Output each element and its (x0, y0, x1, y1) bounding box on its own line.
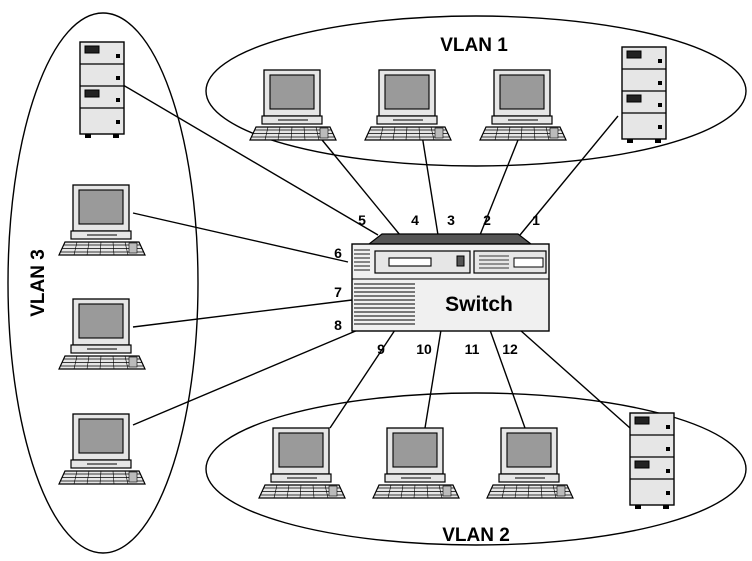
workstation-icon (249, 69, 337, 141)
connection-lines (122, 84, 631, 429)
port-label-1: 1 (532, 212, 540, 228)
workstation-icon (258, 427, 346, 499)
port-label-8: 8 (334, 317, 342, 333)
switch-label: Switch (445, 293, 513, 316)
network-switch: Switch (351, 233, 550, 332)
port-label-4: 4 (411, 212, 419, 228)
workstation-icon (479, 69, 567, 141)
port-label-11: 11 (465, 341, 480, 357)
port-label-7: 7 (334, 284, 342, 300)
port-label-9: 9 (377, 341, 385, 357)
vlan3-label: VLAN 3 (28, 249, 49, 317)
workstation-icon (364, 69, 452, 141)
workstation-icon (372, 427, 460, 499)
workstation-icon (486, 427, 574, 499)
vlan2-boundary (205, 392, 747, 546)
port-label-10: 10 (416, 341, 432, 357)
port-label-6: 6 (334, 245, 342, 261)
switch-top-icon (367, 233, 533, 245)
port-label-2: 2 (483, 212, 491, 228)
vlan2-label: VLAN 2 (442, 525, 510, 546)
port-labels: 1 2 3 4 5 6 7 8 9 10 11 12 (334, 212, 540, 357)
workstation-icon (58, 184, 146, 256)
port-label-5: 5 (358, 212, 366, 228)
port-label-12: 12 (502, 341, 518, 357)
port-label-3: 3 (447, 212, 455, 228)
vlan1-label: VLAN 1 (440, 35, 508, 56)
server-icon (629, 412, 675, 510)
workstation-icon (58, 298, 146, 370)
switch-vent-lines (354, 249, 415, 325)
server-icon (621, 46, 667, 144)
server-icon (79, 41, 125, 139)
workstation-icon (58, 413, 146, 485)
vlan1-boundary (205, 15, 747, 167)
vlan3-boundary (7, 12, 199, 554)
